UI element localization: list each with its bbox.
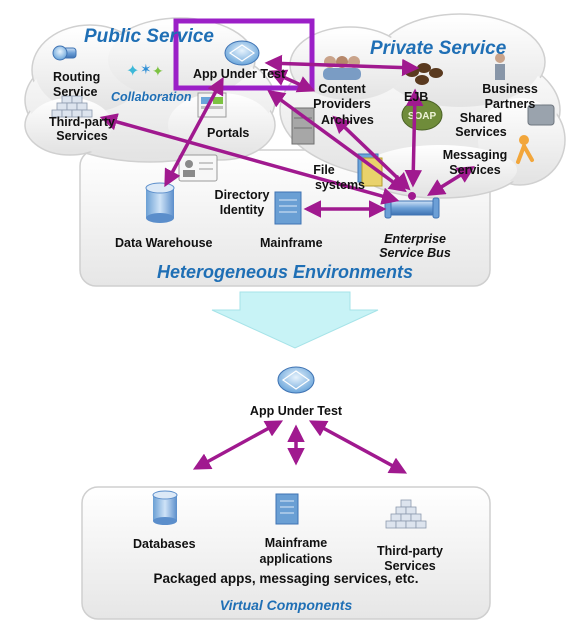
databases-icon (152, 490, 178, 525)
virtual-components-title: Virtual Components (219, 597, 353, 613)
collaboration-label: Collaboration (111, 90, 192, 104)
business-partners-icon (495, 53, 505, 80)
packaged-apps-label: Packaged apps, messaging services, etc. (153, 571, 419, 586)
routing-service-label-2: Service (53, 85, 98, 99)
arrow-app-content (268, 69, 316, 93)
archives-icon (291, 107, 315, 145)
mainframe-applications-label-1: Mainframe (264, 536, 328, 550)
transition-arrow (211, 291, 379, 349)
shared-services-label-1: Shared (459, 111, 503, 125)
third-party-label-1: Third-party (49, 115, 115, 129)
mainframe-applications-label-2: applications (259, 552, 333, 566)
file-systems-label-2: systems (314, 178, 366, 192)
directory-label-1: Directory (214, 188, 270, 202)
directory-identity-icon (178, 154, 218, 182)
third-party-services-icon (51, 95, 93, 118)
esb-label-2: Service Bus (379, 246, 451, 260)
messaging-icon (516, 135, 534, 164)
third-party-services-bottom-icon (385, 499, 427, 529)
portals-label: Portals (207, 126, 250, 140)
app-under-test-highlight (173, 18, 315, 91)
messaging-services-label-2: Services (449, 163, 501, 177)
content-providers-label-2: Providers (313, 97, 371, 111)
mainframe-label: Mainframe (260, 236, 323, 250)
private-service-title: Private Service (370, 38, 507, 59)
svg-text:✦: ✦ (152, 63, 164, 79)
arrow-content-esb (332, 115, 411, 191)
public-service-title: Public Service (84, 26, 214, 47)
routing-icon (52, 45, 77, 61)
file-systems-label-1: File (313, 163, 335, 177)
third-party-label-2: Services (56, 129, 108, 143)
mainframe-applications-icon (275, 493, 299, 525)
svg-text:✶: ✶ (140, 61, 152, 77)
svg-text:✦: ✦ (126, 63, 139, 80)
app-under-test-label-top: App Under Test (193, 67, 286, 81)
business-partners-label-2: Partners (484, 97, 536, 111)
arrow-messaging-esb (427, 166, 475, 196)
app-under-test-icon-bottom (277, 366, 315, 394)
data-warehouse-label: Data Warehouse (115, 236, 213, 250)
third-party-bottom-label-2: Services (384, 559, 436, 573)
ejb-label: EJB (404, 90, 429, 104)
esb-label-1: Enterprise (384, 232, 446, 246)
collaboration-icon: ✦ ✶ ✦ (126, 61, 164, 80)
content-providers-label-1: Content (318, 82, 366, 96)
databases-label: Databases (133, 537, 196, 551)
soap-icon: SOAP (401, 99, 443, 131)
arrow-app-third-party (308, 420, 408, 474)
arrow-app-databases (192, 420, 284, 470)
archives-label: Archives (321, 113, 374, 127)
app-under-test-label-bottom: App Under Test (249, 404, 343, 418)
virtual-components-panel (81, 486, 491, 620)
app-under-test-icon-top (224, 40, 260, 66)
directory-label-2: Identity (219, 203, 265, 217)
heterogeneous-environments-title: Heterogeneous Environments (156, 262, 414, 282)
content-providers-icon (323, 56, 361, 80)
routing-service-label-1: Routing (53, 70, 101, 84)
business-partners-label-1: Business (482, 82, 538, 96)
arrow-ejb-esb (404, 88, 424, 188)
shared-services-label-2: Services (455, 125, 507, 139)
third-party-bottom-label-1: Third-party (377, 544, 443, 558)
svg-text:SOAP: SOAP (408, 111, 437, 122)
arrow-app-ejb (264, 54, 420, 77)
mainframe-icon (274, 191, 302, 225)
data-warehouse-icon (145, 182, 175, 223)
shared-services-icon (527, 104, 555, 126)
messaging-services-label-1: Messaging (442, 148, 508, 162)
